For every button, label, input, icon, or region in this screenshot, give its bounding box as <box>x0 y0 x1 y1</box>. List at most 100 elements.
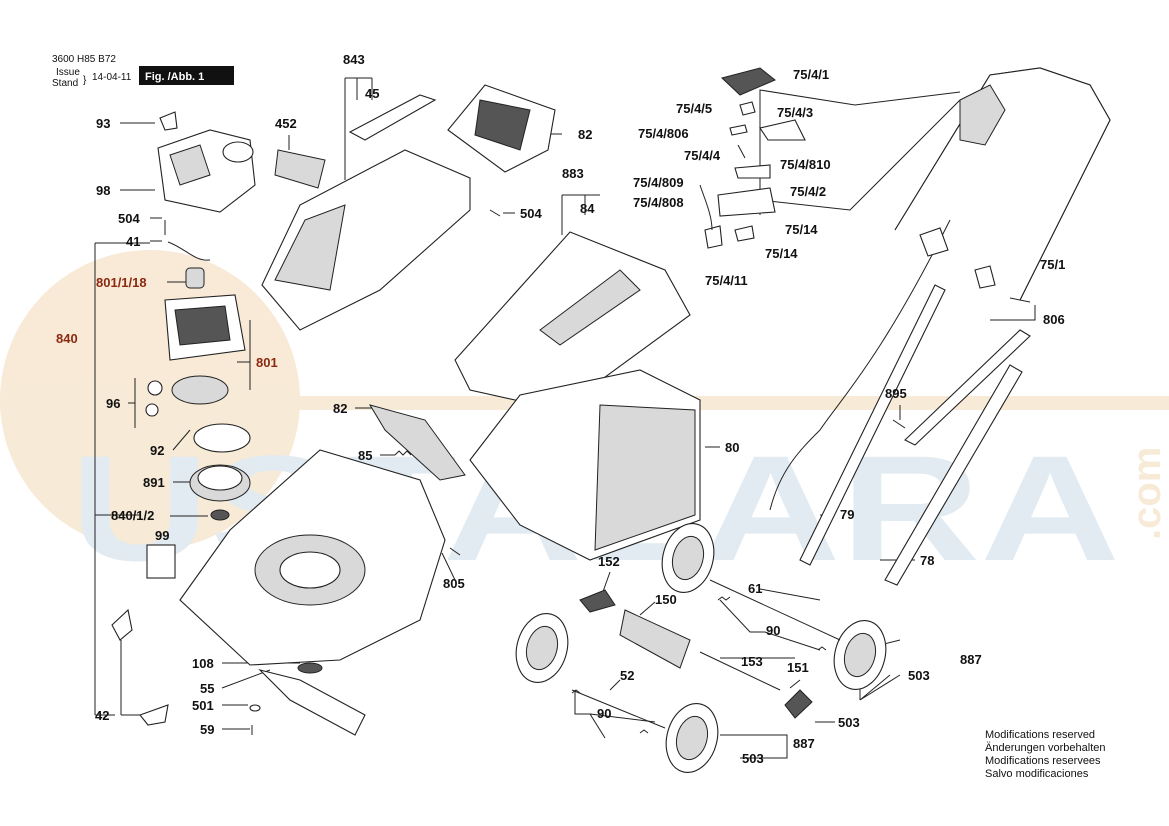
height-adjusters-part <box>579 589 813 719</box>
callout-75-4-806: 75/4/806 <box>638 126 689 141</box>
callout-80: 80 <box>725 440 739 455</box>
callout-75-14-lower: 75/14 <box>765 246 798 261</box>
figure-label: Fig. /Abb. 1 <box>145 71 204 83</box>
callout-85: 85 <box>358 448 372 463</box>
wheels-part <box>515 523 887 773</box>
callout-452: 452 <box>275 116 297 131</box>
motor-housing-part <box>157 129 256 213</box>
callout-805: 805 <box>443 576 465 591</box>
issue-label: Issue <box>56 67 80 78</box>
pulley-part <box>189 464 251 502</box>
motor-cover-part <box>261 149 471 331</box>
callout-45: 45 <box>365 86 379 101</box>
callout-75-1: 75/1 <box>1040 257 1065 272</box>
callout-75-4-3: 75/4/3 <box>777 105 813 120</box>
note-line-en: Modifications reserved <box>985 729 1095 741</box>
issue-date: 14-04-11 <box>92 72 132 83</box>
callout-503-mid: 503 <box>838 715 860 730</box>
callout-75-4-808: 75/4/808 <box>633 195 684 210</box>
clamp-part <box>159 111 178 131</box>
callout-52: 52 <box>620 668 634 683</box>
screw-504-part <box>489 209 501 217</box>
callout-75-14-upper: 75/14 <box>785 222 818 237</box>
callout-75-4-5: 75/4/5 <box>676 101 712 116</box>
callout-75-4-809: 75/4/809 <box>633 175 684 190</box>
stand-label: Stand <box>52 78 78 89</box>
modifications-note: Modifications reserved Änderungen vorbeh… <box>985 729 1105 780</box>
callout-108: 108 <box>192 656 214 671</box>
callout-59: 59 <box>200 722 214 737</box>
callout-75-4-1: 75/4/1 <box>793 67 829 82</box>
callout-152: 152 <box>598 554 620 569</box>
callout-84: 84 <box>580 201 595 216</box>
callout-883: 883 <box>562 166 584 181</box>
callout-75-4-11: 75/4/11 <box>705 273 748 288</box>
callout-504: 504 <box>118 211 140 226</box>
belt-part <box>193 423 251 453</box>
callout-82-flap: 82 <box>333 401 347 416</box>
badge-part <box>274 149 326 189</box>
callout-501: 501 <box>192 698 214 713</box>
callout-504-right: 504 <box>520 206 542 221</box>
header-block: 3600 H85 B72 Issue Stand } 14-04-11 Fig.… <box>52 54 234 89</box>
callout-503-right: 503 <box>908 668 930 683</box>
spring-part <box>394 450 412 456</box>
figure-label-box <box>139 66 234 85</box>
brace-glyph: } <box>83 75 87 86</box>
callout-61: 61 <box>748 581 762 596</box>
callout-90-right: 90 <box>766 623 780 638</box>
bearing-part <box>210 509 230 521</box>
callout-55: 55 <box>200 681 214 696</box>
note-line-fr: Modifications reservees <box>985 755 1101 767</box>
handle-assembly-part <box>769 67 1111 586</box>
mower-deck-part <box>179 449 446 666</box>
callout-151: 151 <box>787 660 809 675</box>
callout-75-4-2: 75/4/2 <box>790 184 826 199</box>
axles-part <box>571 579 841 729</box>
callout-75-4-4: 75/4/4 <box>684 148 721 163</box>
callout-503-left: 503 <box>742 751 764 766</box>
callout-891: 891 <box>143 475 165 490</box>
screw-805-part <box>449 547 461 556</box>
clips-part <box>111 608 169 726</box>
callout-92: 92 <box>150 443 164 458</box>
callout-41: 41 <box>126 234 140 249</box>
callout-42: 42 <box>95 708 109 723</box>
callout-840: 840 <box>56 331 78 346</box>
motor-part <box>164 294 246 405</box>
control-panel-part <box>447 84 556 173</box>
callout-93: 93 <box>96 116 110 131</box>
callout-801: 801 <box>256 355 278 370</box>
callout-887-right: 887 <box>960 652 982 667</box>
callout-90-left: 90 <box>597 706 611 721</box>
springs-part <box>571 596 827 734</box>
note-line-de: Änderungen vorbehalten <box>985 742 1105 754</box>
callout-79: 79 <box>840 507 854 522</box>
watermark-suffix: .com <box>1125 447 1169 540</box>
callout-150: 150 <box>655 592 677 607</box>
callout-78: 78 <box>920 553 934 568</box>
bearings-part <box>145 380 163 417</box>
callout-75-4-810: 75/4/810 <box>780 157 831 172</box>
carry-handle-part <box>348 94 437 141</box>
callout-153: 153 <box>741 654 763 669</box>
callout-806: 806 <box>1043 312 1065 327</box>
callout-labels: 93 98 504 41 801/1/18 840 801 96 92 891 … <box>56 52 1065 766</box>
callout-82-top: 82 <box>578 127 592 142</box>
callout-96: 96 <box>106 396 120 411</box>
screw-and-cable-part <box>164 220 211 261</box>
doc-number: 3600 H85 B72 <box>52 54 116 65</box>
roller-part <box>619 609 691 669</box>
callout-887-left: 887 <box>793 736 815 751</box>
pins-part <box>892 297 1031 429</box>
grass-box-lid-part <box>454 231 691 411</box>
note-line-es: Salvo modificaciones <box>985 768 1089 780</box>
callout-99: 99 <box>155 528 169 543</box>
grass-box-part <box>469 369 701 561</box>
callout-895: 895 <box>885 386 907 401</box>
callout-98: 98 <box>96 183 110 198</box>
label-part <box>146 544 176 579</box>
blade-assembly-part <box>249 662 366 736</box>
callout-801-1-18: 801/1/18 <box>96 275 147 290</box>
